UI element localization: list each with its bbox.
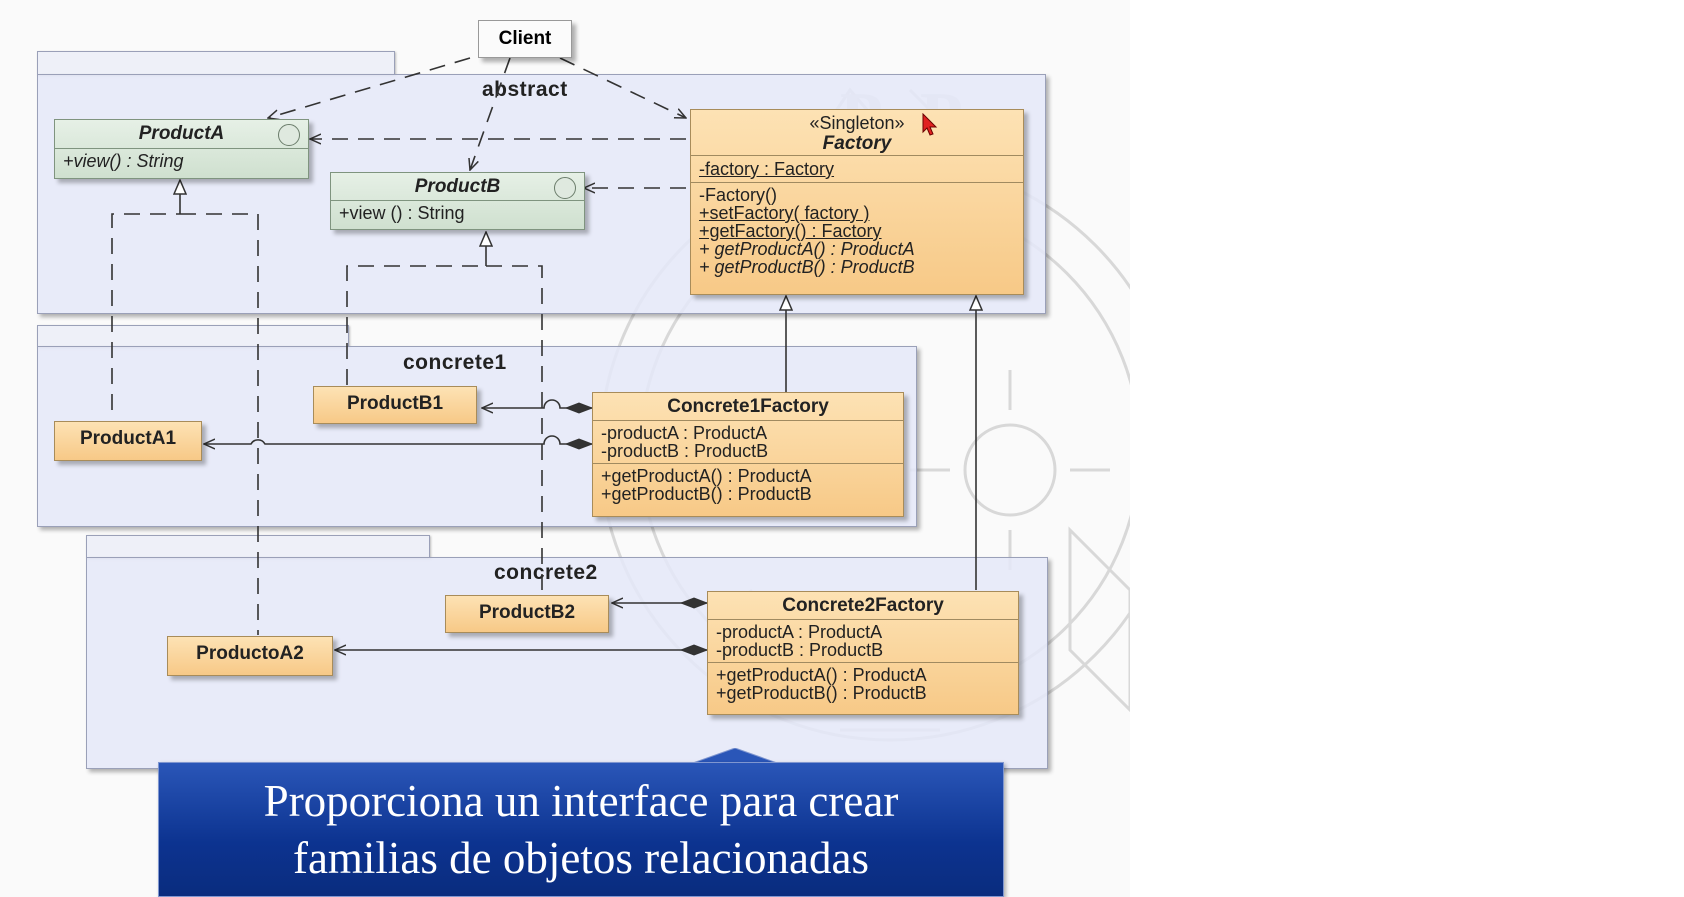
interface-icon — [554, 177, 576, 199]
concrete2factory-op-getproducta: +getProductA() : ProductA — [716, 665, 927, 685]
factory-stereotype: «Singleton» — [809, 113, 905, 133]
concrete1factory-op-getproducta: +getProductA() : ProductA — [601, 466, 812, 486]
concrete1factory-name: Concrete1Factory — [667, 396, 829, 417]
package-abstract-label: abstract — [482, 78, 568, 101]
producta-operation: +view() : String — [55, 148, 308, 173]
caption-callout-pointer — [690, 748, 780, 764]
producta-interface[interactable]: ProductA +view() : String — [54, 119, 309, 179]
producta-name: ProductA — [138, 123, 225, 144]
productb1-class[interactable]: ProductB1 — [313, 386, 477, 424]
concrete2factory-attr-producta: -productA : ProductA — [716, 622, 883, 642]
concrete2factory-class[interactable]: Concrete2Factory -productA : ProductA -p… — [707, 591, 1019, 715]
package-concrete2-label: concrete2 — [494, 561, 598, 584]
producta1-class[interactable]: ProductA1 — [54, 421, 202, 461]
concrete2factory-attr-productb: -productB : ProductB — [716, 640, 884, 660]
concrete1factory-class[interactable]: Concrete1Factory -productA : ProductA -p… — [592, 392, 904, 517]
factory-op-getproducta: + getProductA() : ProductA — [699, 239, 915, 259]
factory-op-setfactory: +setFactory( factory ) — [699, 203, 870, 223]
concrete1factory-attr-producta: -productA : ProductA — [601, 423, 768, 443]
package-abstract-tab — [37, 51, 395, 75]
factory-class[interactable]: «Singleton» Factory -factory : Factory -… — [690, 109, 1024, 295]
package-concrete1-label: concrete1 — [403, 351, 507, 374]
concrete1factory-op-getproductb: +getProductB() : ProductB — [601, 484, 812, 504]
caption-box: Proporciona un interface para crear fami… — [158, 762, 1004, 897]
package-concrete2-tab — [86, 535, 430, 558]
interface-icon — [278, 124, 300, 146]
slide: P P abstract concrete1 concrete2 — [37, 20, 1130, 897]
mouse-cursor-icon — [922, 113, 938, 136]
concrete1factory-attr-productb: -productB : ProductB — [601, 441, 769, 461]
caption-line-1: Proporciona un interface para crear — [263, 776, 899, 826]
factory-op-getproductb: + getProductB() : ProductB — [699, 257, 915, 277]
productb-name: ProductB — [414, 176, 501, 197]
factory-op-getfactory: +getFactory() : Factory — [699, 221, 882, 241]
factory-attribute: -factory : Factory — [699, 159, 835, 179]
concrete2factory-name: Concrete2Factory — [782, 595, 944, 616]
concrete2factory-op-getproductb: +getProductB() : ProductB — [716, 683, 927, 703]
productb2-class[interactable]: ProductB2 — [445, 595, 609, 633]
factory-name: Factory — [822, 133, 892, 154]
factory-op-constructor: -Factory() — [699, 185, 777, 205]
productb-operation: +view () : String — [331, 200, 584, 225]
caption-line-2: familias de objetos relacionadas — [292, 833, 870, 883]
client-class[interactable]: Client — [478, 20, 572, 58]
package-concrete1-tab — [37, 325, 349, 347]
productoa2-class[interactable]: ProductoA2 — [167, 636, 333, 676]
productb-interface[interactable]: ProductB +view () : String — [330, 172, 585, 230]
